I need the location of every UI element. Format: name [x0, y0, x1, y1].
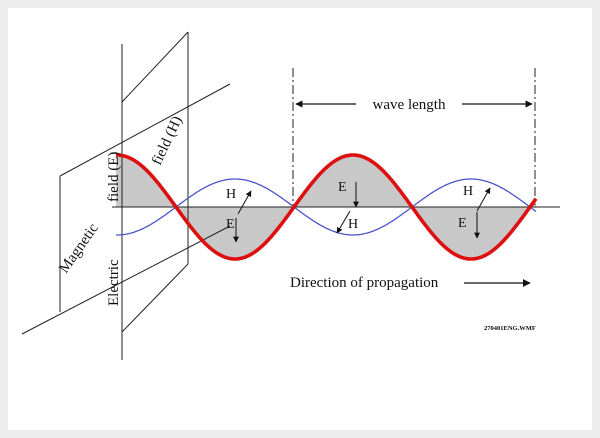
h-marker-1: H: [226, 187, 236, 202]
wave-length-label: wave length: [373, 97, 446, 113]
h-marker-3: H: [463, 184, 473, 199]
magnetic-field-plane: [21, 83, 231, 335]
electric-label: Electric: [106, 259, 122, 306]
magnetic-wave: [116, 178, 537, 236]
e-marker-2: E: [338, 180, 347, 195]
direction-label: Direction of propagation: [290, 275, 439, 291]
vector-arrows: [233, 182, 491, 243]
electric-wave: [116, 153, 538, 261]
h-marker-2: H: [348, 217, 358, 232]
field-h-label: field (H): [149, 114, 186, 168]
field-e-label: field (E): [106, 152, 122, 202]
e-marker-3: E: [458, 216, 467, 231]
e-marker-1: E: [226, 217, 235, 232]
wavelength-markers: [292, 68, 536, 205]
magnetic-label: Magnetic: [56, 220, 102, 276]
figure-code: 270401ENG.WMF: [484, 325, 536, 332]
